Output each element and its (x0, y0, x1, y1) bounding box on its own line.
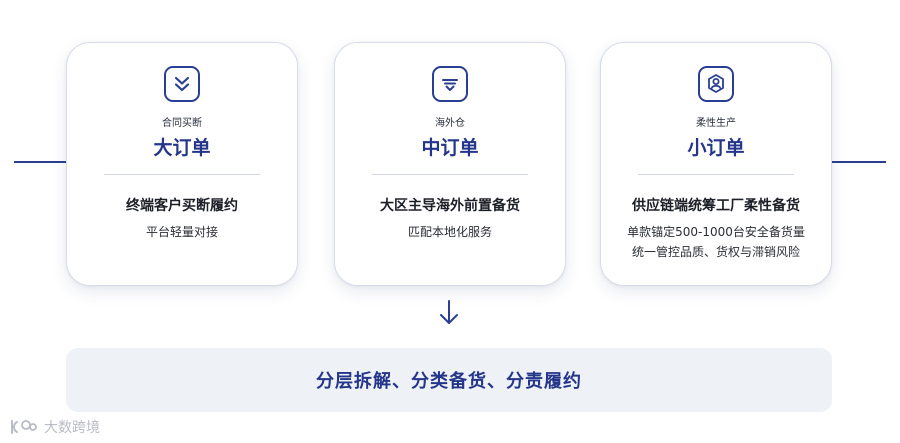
right-connector-line (830, 161, 886, 163)
warehouse-box-icon (432, 66, 468, 102)
card-heading: 供应链端统筹工厂柔性备货 (632, 198, 800, 214)
double-chevron-down-icon (164, 66, 200, 102)
card-description: 匹配本地化服务 (335, 222, 565, 242)
card-medium-order: 海外仓 中订单 大区主导海外前置备货 匹配本地化服务 (334, 42, 566, 286)
card-description: 平台轻量对接 (67, 222, 297, 242)
card-description-line: 统一管控品质、货权与滞销风险 (631, 245, 800, 259)
card-description-line: 平台轻量对接 (145, 225, 218, 239)
card-divider (372, 174, 528, 175)
card-description-line: 匹配本地化服务 (407, 225, 492, 239)
card-title: 中订单 (421, 137, 479, 159)
card-title: 小订单 (687, 137, 745, 159)
summary-banner-text: 分层拆解、分类备货、分责履约 (316, 371, 582, 392)
card-heading: 终端客户买断履约 (126, 198, 238, 214)
summary-banner: 分层拆解、分类备货、分责履约 (66, 348, 832, 412)
card-subtitle: 海外仓 (435, 118, 465, 129)
card-description-line: 单款锚定500-1000台安全备货量 (627, 225, 805, 239)
left-connector-line (14, 161, 70, 163)
card-subtitle: 柔性生产 (696, 118, 736, 129)
watermark-text: 大数跨境 (44, 420, 100, 436)
card-large-order: 合同买断 大订单 终端客户买断履约 平台轻量对接 (66, 42, 298, 286)
card-subtitle: 合同买断 (162, 118, 202, 129)
brand-logo-icon (11, 420, 37, 434)
card-divider (104, 174, 260, 175)
card-heading: 大区主导海外前置备货 (380, 198, 520, 214)
arrow-down-icon (440, 300, 458, 324)
card-divider (638, 174, 794, 175)
person-badge-icon (698, 66, 734, 102)
watermark: 大数跨境 (8, 417, 100, 437)
card-title: 大订单 (153, 137, 211, 159)
card-description: 单款锚定500-1000台安全备货量 统一管控品质、货权与滞销风险 (601, 222, 831, 262)
card-small-order: 柔性生产 小订单 供应链端统筹工厂柔性备货 单款锚定500-1000台安全备货量… (600, 42, 832, 286)
